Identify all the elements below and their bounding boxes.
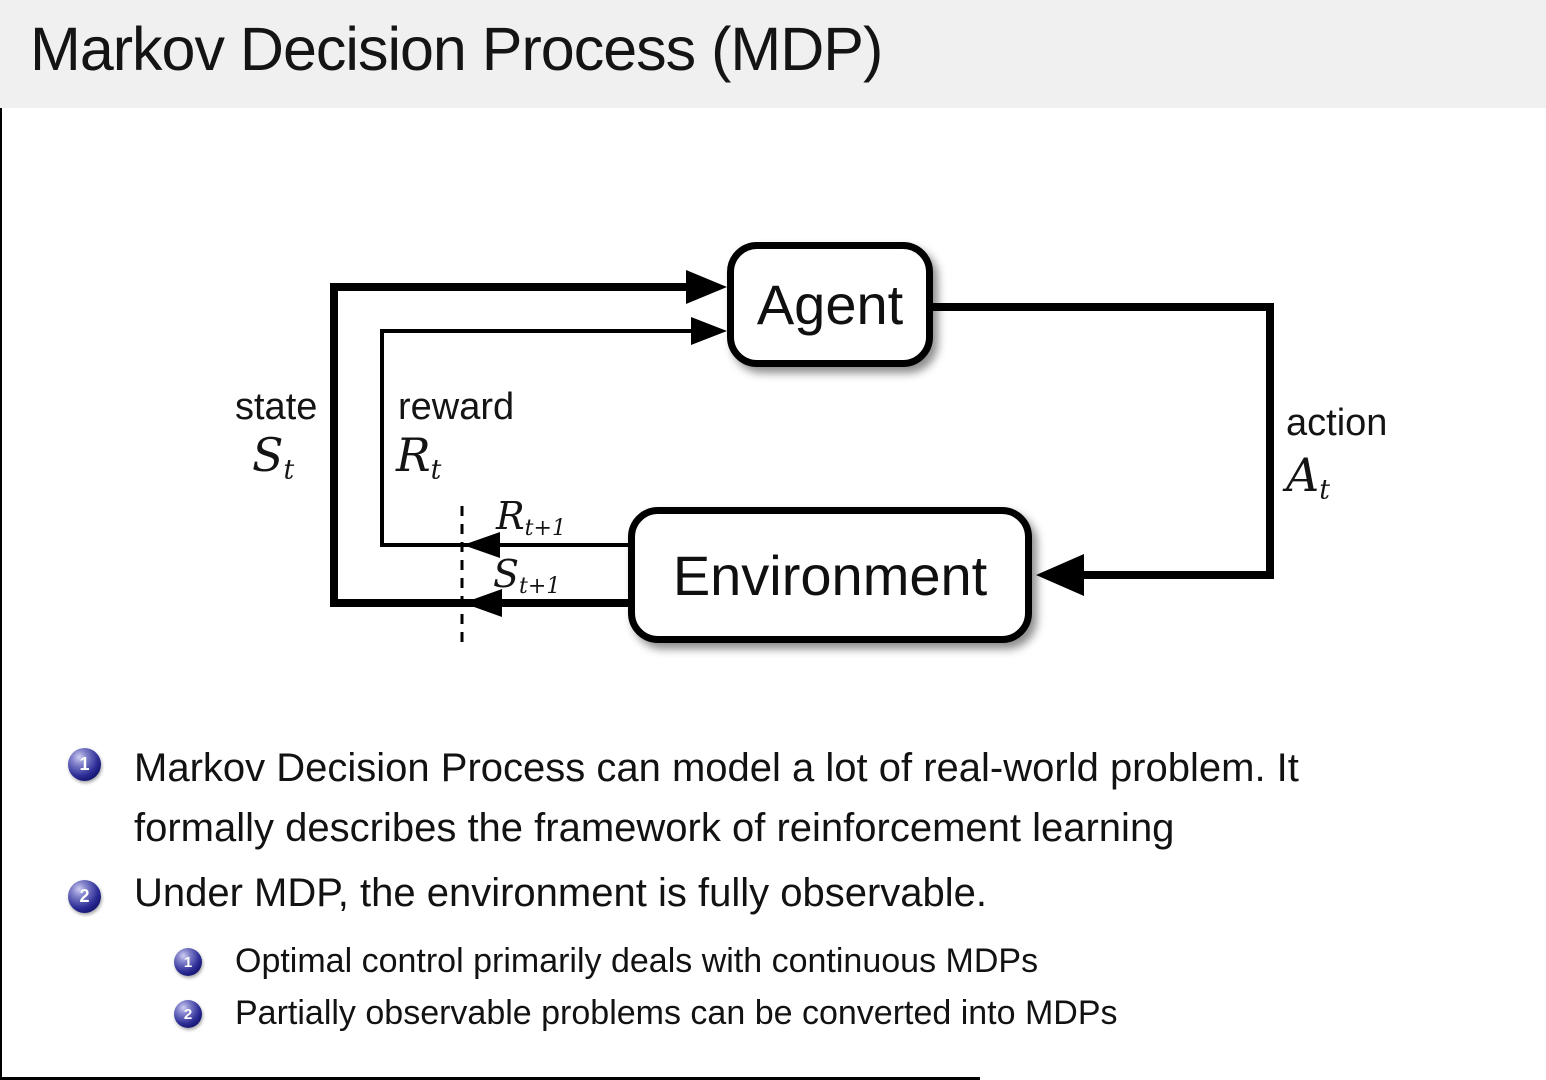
state-label: state bbox=[235, 386, 318, 428]
state-arrowhead-icon bbox=[686, 270, 727, 304]
environment-box-label: Environment bbox=[672, 543, 988, 607]
bullet-2-ball-icon: 2 bbox=[68, 880, 101, 913]
reward-symbol: Rt bbox=[396, 428, 442, 486]
bullet-2-sub-2-ball-icon: 2 bbox=[174, 1000, 202, 1028]
page-left-border bbox=[0, 0, 2, 1080]
agent-box-label: Agent bbox=[756, 273, 904, 336]
slide-title: Markov Decision Process (MDP) bbox=[30, 15, 883, 83]
next-state-arrowhead-icon bbox=[463, 589, 502, 617]
reward-loop-line bbox=[380, 317, 727, 558]
bullet-1-text-line-2: formally describes the framework of rein… bbox=[134, 806, 1175, 850]
next-reward-symbol: Rt+1 bbox=[496, 494, 566, 542]
next-reward-arrowhead-icon bbox=[463, 532, 500, 558]
action-symbol: At bbox=[1286, 448, 1330, 506]
action-loop-line bbox=[933, 303, 1274, 596]
reward-label: reward bbox=[398, 386, 515, 428]
agent-box: Agent bbox=[727, 242, 933, 367]
bullet-2-sub-1-text: Optimal control primarily deals with con… bbox=[235, 942, 1039, 980]
page-bottom-border bbox=[0, 1077, 980, 1080]
bullet-2-sub-2-text: Partially observable problems can be con… bbox=[235, 994, 1118, 1032]
state-symbol: St bbox=[252, 428, 295, 486]
action-arrowhead-icon bbox=[1036, 554, 1084, 596]
bullet-2-sub-1-ball-icon: 1 bbox=[174, 948, 202, 976]
action-label: action bbox=[1286, 402, 1388, 444]
bullet-1-ball-icon: 1 bbox=[68, 748, 101, 781]
next-state-symbol: St+1 bbox=[493, 552, 561, 600]
slide-title-bar: Markov Decision Process (MDP) bbox=[0, 0, 1546, 108]
bullet-2-text: Under MDP, the environment is fully obse… bbox=[134, 871, 988, 915]
reward-arrowhead-icon bbox=[691, 317, 727, 345]
state-loop-line bbox=[330, 270, 727, 617]
bullet-1-text-line-1: Markov Decision Process can model a lot … bbox=[134, 746, 1299, 790]
environment-box: Environment bbox=[628, 507, 1032, 643]
